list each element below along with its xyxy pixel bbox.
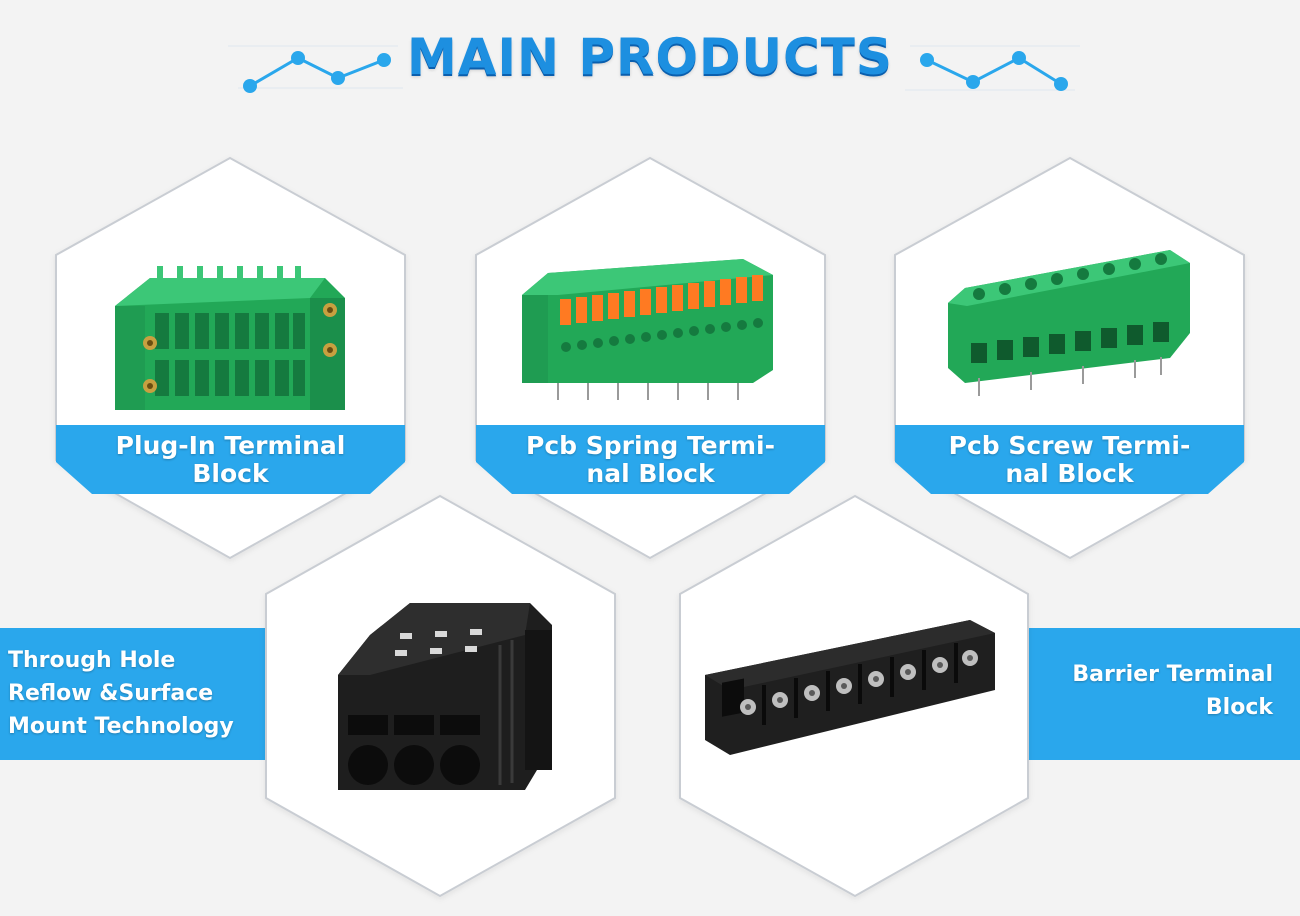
product-label-through-hole: Through Hole Reflow &Surface Mount Techn…	[8, 648, 234, 739]
plug-in-terminal-block-image	[115, 266, 345, 410]
page-title: MAIN PRODUCTS	[407, 28, 893, 86]
banner-3	[895, 425, 1244, 494]
product-label-pcb-screw: Pcb Screw Termi- nal Block	[948, 431, 1191, 488]
banner-1	[56, 425, 405, 494]
left-network-decoration-icon	[228, 45, 403, 93]
product-label-barrier: Barrier Terminal Block	[1072, 662, 1273, 720]
pcb-spring-terminal-block-image	[522, 259, 773, 400]
bottom-left-banner	[0, 628, 300, 760]
banner-2	[476, 425, 825, 494]
product-label-pcb-spring: Pcb Spring Termi- nal Block	[526, 431, 775, 488]
through-hole-reflow-connector-image	[338, 603, 552, 790]
bottom-right-banner	[1000, 628, 1300, 760]
barrier-terminal-block-image	[705, 620, 995, 755]
pcb-screw-terminal-block-image	[948, 250, 1190, 396]
product-label-plug-in: Plug-In Terminal Block	[115, 431, 346, 488]
right-network-decoration-icon	[905, 45, 1080, 91]
